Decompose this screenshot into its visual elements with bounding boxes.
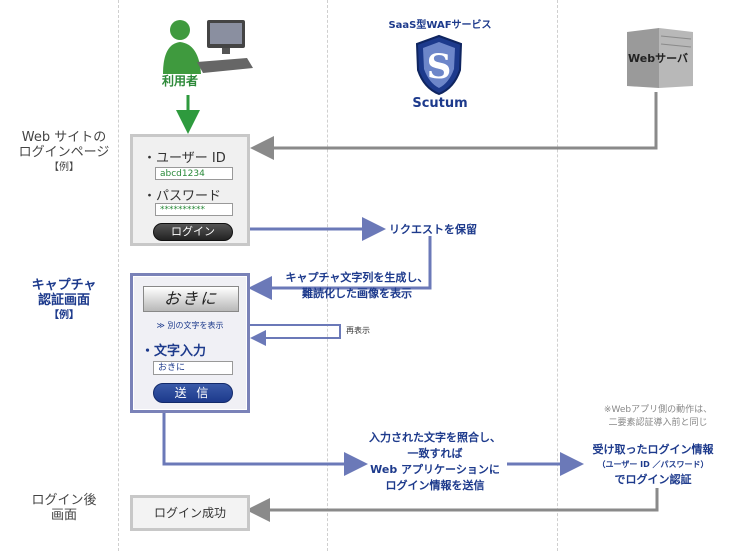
- login-page-panel: ・ユーザー ID abcd1234 ・パスワード ********** ログイン: [130, 134, 250, 246]
- other-text-link[interactable]: ≫ 別の文字を表示: [156, 321, 224, 330]
- password-label: ・パスワード: [143, 189, 222, 204]
- login-button[interactable]: ログイン: [153, 223, 233, 241]
- lane-divider-2: [327, 0, 328, 551]
- lane-divider-1: [118, 0, 119, 551]
- after-login-label: ログイン後 画面: [14, 493, 114, 523]
- server-note-line1: ※Webアプリ側の動作は、: [603, 405, 713, 415]
- generate-captcha-line1: キャプチャ文字列を生成し、: [285, 271, 429, 284]
- user-label: 利用者: [161, 74, 198, 88]
- login-success-panel: ログイン成功: [130, 495, 250, 531]
- captcha-input-label: ・文字入力: [141, 344, 207, 359]
- captcha-image: おきに: [143, 286, 239, 312]
- server-receive-line1: 受け取ったログイン情報: [592, 443, 714, 456]
- user-pc-icon: [163, 20, 253, 74]
- verify-send-text: 入力された文字を照合し、 一致すれば Web アプリケーションに ログイン情報を…: [360, 430, 510, 494]
- arrow-send-to-verify: [162, 410, 368, 476]
- web-server-icon: [621, 26, 699, 92]
- waf-label: SaaS型WAFサービス: [388, 20, 492, 31]
- svg-text:S: S: [427, 47, 452, 87]
- captcha-page-label-line1: キャプチャ: [31, 278, 97, 293]
- arrow-server-to-success: [246, 488, 659, 522]
- user-id-field[interactable]: abcd1234: [155, 167, 233, 180]
- waf-brand: Scutum: [412, 96, 468, 111]
- login-page-label: Web サイトの ログインページ 【例】: [14, 130, 114, 175]
- lane-divider-3: [557, 0, 558, 551]
- server-receive-line3: でログイン認証: [614, 473, 692, 486]
- send-button[interactable]: 送 信: [153, 383, 233, 403]
- server-note: ※Webアプリ側の動作は、 二要素認証導入前と同じ: [588, 404, 728, 430]
- after-login-label-line2: 画面: [50, 508, 77, 523]
- redisplay-text: 再表示: [346, 326, 370, 335]
- generate-captcha-line2: 難読化した画像を表示: [302, 287, 412, 300]
- verify-send-line4: ログイン情報を送信: [385, 479, 485, 492]
- arrow-hold-to-captcha: [248, 236, 432, 300]
- captcha-input-field[interactable]: おきに: [153, 361, 233, 375]
- server-note-line2: 二要素認証導入前と同じ: [608, 418, 708, 428]
- captcha-page-label-line2: 認証画面: [37, 293, 90, 308]
- captcha-page-label: キャプチャ 認証画面 【例】: [14, 278, 114, 323]
- scutum-shield-icon: S: [414, 34, 464, 96]
- server-receive-line2: （ユーザー ID ／パスワード）: [597, 460, 709, 469]
- login-page-label-line1: Web サイトの: [21, 130, 107, 145]
- arrow-server-to-login: [250, 92, 658, 160]
- verify-send-line2: 一致すれば: [407, 447, 463, 460]
- login-success-text: ログイン成功: [153, 506, 226, 520]
- password-field[interactable]: **********: [155, 203, 233, 216]
- login-page-label-line3: 【例】: [49, 162, 79, 173]
- user-id-label: ・ユーザー ID: [143, 151, 226, 166]
- verify-send-line3: Web アプリケーションに: [370, 463, 500, 476]
- arrow-redisplay-loop: [240, 324, 341, 346]
- hold-request-text: リクエストを保留: [389, 223, 477, 236]
- server-receive-text: 受け取ったログイン情報 （ユーザー ID ／パスワード） でログイン認証: [578, 442, 728, 487]
- generate-captcha-text: キャプチャ文字列を生成し、 難読化した画像を表示: [262, 270, 452, 302]
- verify-send-line1: 入力された文字を照合し、: [369, 431, 501, 444]
- server-label: Webサーバ: [628, 52, 688, 65]
- captcha-page-panel: おきに ≫ 別の文字を表示 ・文字入力 おきに 送 信: [130, 273, 250, 413]
- login-page-label-line2: ログインページ: [18, 145, 110, 160]
- after-login-label-line1: ログイン後: [31, 493, 97, 508]
- captcha-page-label-line3: 【例】: [49, 310, 79, 321]
- user-figure: [155, 18, 255, 76]
